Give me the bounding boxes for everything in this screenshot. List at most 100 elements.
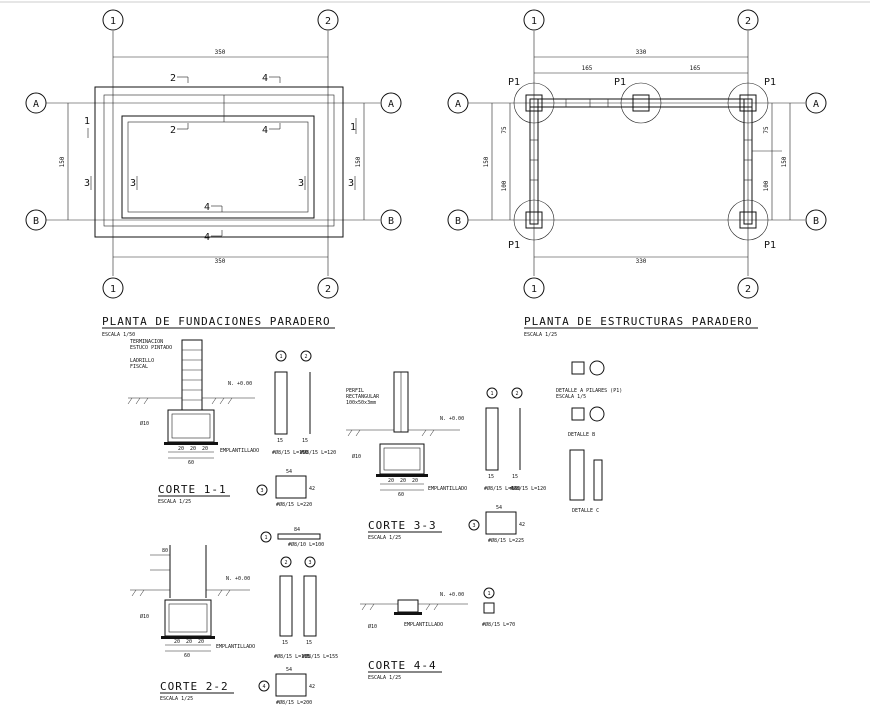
axis-1-top-s: 1 (523, 9, 545, 31)
svg-text:3: 3 (472, 523, 475, 529)
svg-text:4: 4 (262, 684, 265, 690)
svg-text:#Ø8/15 L=160: #Ø8/15 L=160 (484, 485, 520, 492)
svg-text:#Ø8/15 L=120: #Ø8/15 L=120 (510, 485, 546, 492)
svg-text:#Ø8/15 L=150: #Ø8/15 L=150 (272, 449, 308, 456)
c3-bar: Ø10 (352, 453, 361, 460)
svg-text:2: 2 (745, 284, 751, 295)
svg-text:4: 4 (262, 73, 268, 84)
c1-note-emplantillado: EMPLANTILLADO (220, 448, 259, 454)
svg-text:3: 3 (130, 178, 136, 189)
structure-plan: 1 2 1 2 A A B B 330 165 165 330 150 75 1… (447, 9, 827, 338)
svg-text:#Ø8/15 L=135: #Ø8/15 L=135 (274, 653, 310, 660)
pillar-label-b2: P1 (764, 240, 776, 251)
svg-text:3: 3 (298, 178, 304, 189)
svg-text:B: B (388, 216, 394, 227)
detail-a: DETALLE A PILARES (P1) ESCALA 1/5 (556, 360, 622, 400)
pillar-a1 (513, 82, 555, 124)
svg-text:3: 3 (260, 488, 263, 494)
c2-dim-top: 80 (162, 548, 168, 554)
c1-bar: Ø10 (140, 420, 149, 427)
svg-text:4: 4 (262, 125, 268, 136)
c1-dim-b: 20 (190, 446, 196, 452)
axis-2-top-s: 2 (737, 9, 759, 31)
svg-text:3: 3 (308, 560, 311, 566)
axis-b-right-s: B (805, 209, 827, 231)
svg-text:1: 1 (531, 16, 537, 27)
svg-text:15: 15 (277, 438, 283, 444)
svg-text:54: 54 (286, 469, 292, 475)
svg-text:1: 1 (490, 391, 493, 397)
svg-text:#Ø8/15 L=200: #Ø8/15 L=200 (276, 699, 312, 706)
c2-scale: ESCALA 1/25 (160, 696, 193, 702)
c2-dim-total: 60 (184, 653, 190, 659)
svg-text:4: 4 (204, 232, 210, 243)
svg-text:B: B (455, 216, 461, 227)
c2-dim-c: 20 (198, 639, 204, 645)
structure-plan-scale: ESCALA 1/25 (524, 332, 557, 338)
c2-dim-a: 20 (174, 639, 180, 645)
section-4-4: N. +0.00 Ø10 EMPLANTILLADO 1 #Ø8/15 L=70… (360, 587, 515, 681)
axis-a-left: A (25, 92, 47, 114)
dim-right-inner-bottom: 100 (763, 180, 770, 191)
axis-b-left-s: B (447, 209, 469, 231)
c1-dim-c: 20 (202, 446, 208, 452)
c1-note-ladrillo: LADRILLO (130, 358, 154, 364)
svg-text:A: A (33, 99, 39, 110)
c2-level: N. +0.00 (226, 576, 250, 582)
dim-bottom-s: 330 (636, 258, 647, 265)
svg-text:A: A (813, 99, 819, 110)
pillar-label-b1: P1 (508, 240, 520, 251)
c1-rebar-2: 2 15 #Ø8/15 L=120 (300, 350, 336, 456)
section-marks: 2 4 2 4 1 1 3 3 3 3 4 4 (84, 73, 357, 243)
pillar-label-a1: P1 (508, 77, 520, 88)
dim-right-inner-top: 75 (763, 126, 770, 134)
c1-note-terminacion: TERMINACION (130, 339, 163, 345)
c4-rebar-1: 1 #Ø8/15 L=70 (482, 587, 515, 628)
c3-note-perfil: PERFIL (346, 388, 364, 394)
c3-dim-total: 60 (398, 492, 404, 498)
svg-text:15: 15 (512, 474, 518, 480)
c2-title: CORTE 2-2 (160, 680, 229, 693)
c4-level: N. +0.00 (440, 592, 464, 598)
svg-text:2: 2 (745, 16, 751, 27)
c2-bar: Ø10 (140, 613, 149, 620)
svg-text:1: 1 (84, 116, 90, 127)
c3-scale: ESCALA 1/25 (368, 535, 401, 541)
section-2-2: 20 20 20 60 80 N. +0.00 Ø10 EMPLANTILLAD… (130, 527, 338, 706)
c3-rebar-3: 3 54 42 #Ø8/15 L=225 (468, 505, 525, 544)
c1-dim-a: 20 (178, 446, 184, 452)
dim-top-s: 330 (636, 49, 647, 56)
dim-top: 350 (215, 49, 226, 56)
dim-side-left-s: 150 (483, 156, 490, 167)
c3-rebar-1: 1 15 #Ø8/15 L=160 (484, 387, 520, 492)
svg-text:15: 15 (282, 640, 288, 646)
dim-half-right: 165 (690, 65, 701, 72)
c2-dim-b: 20 (186, 639, 192, 645)
svg-text:#Ø8/15 L=220: #Ø8/15 L=220 (276, 501, 312, 508)
dim-left-inner-top: 75 (501, 126, 508, 134)
dim-side-right: 150 (355, 156, 362, 167)
svg-text:1: 1 (264, 535, 267, 541)
svg-text:DETALLE C: DETALLE C (572, 508, 599, 514)
svg-text:A: A (455, 99, 461, 110)
svg-text:3: 3 (84, 178, 90, 189)
pillar-a-mid (620, 82, 662, 124)
c4-title: CORTE 4-4 (368, 659, 437, 672)
c1-level: N. +0.00 (228, 381, 252, 387)
detail-b: DETALLE B (568, 406, 605, 438)
details-group: DETALLE A PILARES (P1) ESCALA 1/5 DETALL… (556, 360, 622, 514)
foundation-plan: 1 2 1 2 A A B B 350 350 150 150 2 4 2 4 (25, 9, 402, 338)
c1-rebar-3: 3 54 42 #Ø8/15 L=220 (256, 469, 315, 508)
c3-dim-a: 20 (388, 478, 394, 484)
axis-1-bottom-s: 1 (523, 277, 545, 299)
svg-text:2: 2 (284, 560, 287, 566)
dim-bottom: 350 (215, 258, 226, 265)
svg-text:1: 1 (110, 16, 116, 27)
pillar-a2 (727, 82, 769, 124)
dim-side-right-s: 150 (781, 156, 788, 167)
svg-text:1: 1 (110, 284, 116, 295)
c3-dim-b: 20 (400, 478, 406, 484)
svg-text:84: 84 (294, 527, 300, 533)
structure-plan-title: PLANTA DE ESTRUCTURAS PARADERO (524, 315, 753, 328)
